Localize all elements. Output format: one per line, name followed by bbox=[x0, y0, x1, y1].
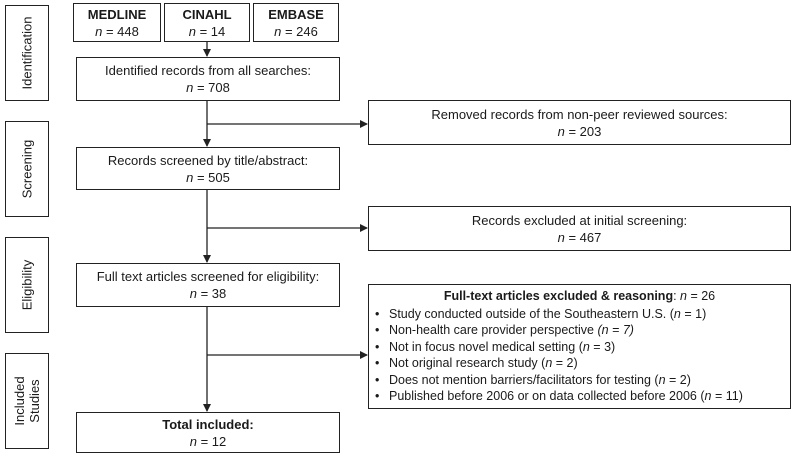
fulltext-excluded-count: 26 bbox=[701, 289, 716, 303]
source-count: 14 bbox=[210, 23, 226, 39]
source-count-line: n = 246 bbox=[274, 23, 318, 39]
phase-label: Screening bbox=[19, 139, 35, 199]
source-count-line: n = 14 bbox=[188, 23, 226, 39]
list-item: Published before 2006 or on data collect… bbox=[375, 388, 784, 405]
phase-included-studies: Included Studies bbox=[5, 353, 49, 449]
phase-identification: Identification bbox=[5, 5, 49, 101]
fulltext-excluded-title: Full-text articles excluded & reasoning bbox=[443, 289, 674, 303]
list-item: Not in focus novel medical setting (n = … bbox=[375, 339, 784, 356]
identified-label: Identified records from all searches: bbox=[105, 63, 311, 78]
screened-count: 505 bbox=[208, 169, 230, 185]
total-included-box: Total included: n = 12 bbox=[76, 412, 340, 453]
included-count: 12 bbox=[211, 433, 227, 449]
source-count: 246 bbox=[296, 23, 318, 39]
list-item: Does not mention barriers/facilitators f… bbox=[375, 372, 784, 389]
fulltext-screened-box: Full text articles screened for eligibil… bbox=[76, 263, 340, 307]
removed-label: Removed records from non-peer reviewed s… bbox=[431, 106, 728, 122]
phase-eligibility: Eligibility bbox=[5, 237, 49, 333]
source-name: MEDLINE bbox=[87, 6, 147, 22]
excluded-initial-label: Records excluded at initial screening: bbox=[471, 212, 688, 228]
source-count: 448 bbox=[117, 23, 139, 39]
phase-label: Identification bbox=[19, 16, 35, 90]
exclusion-reasons-list: Study conducted outside of the Southeast… bbox=[375, 306, 784, 405]
source-name: CINAHL bbox=[182, 6, 232, 22]
source-box-embase: EMBASE n = 246 bbox=[253, 3, 339, 42]
screened-label: Records screened by title/abstract: bbox=[107, 152, 309, 168]
excluded-initial-box: Records excluded at initial screening: n… bbox=[368, 206, 791, 251]
screened-records-box: Records screened by title/abstract: n = … bbox=[76, 147, 340, 190]
phase-label: Included Studies bbox=[12, 376, 42, 426]
fulltext-count-line: n = 38 bbox=[189, 286, 227, 301]
source-box-cinahl: CINAHL n = 14 bbox=[164, 3, 250, 42]
removed-records-box: Removed records from non-peer reviewed s… bbox=[368, 100, 791, 145]
phase-screening: Screening bbox=[5, 121, 49, 217]
source-count-line: n = 448 bbox=[95, 23, 139, 39]
source-name: EMBASE bbox=[268, 6, 324, 22]
fulltext-count: 38 bbox=[211, 286, 227, 301]
fulltext-excluded-heading: Full-text articles excluded & reasoning:… bbox=[443, 289, 716, 303]
included-label: Total included: bbox=[162, 416, 254, 432]
phase-label: Eligibility bbox=[19, 259, 35, 311]
excluded-initial-count: 467 bbox=[579, 229, 602, 245]
identified-count-line: n = 708 bbox=[186, 80, 230, 95]
excluded-initial-count-line: n = 467 bbox=[557, 229, 602, 245]
fulltext-excluded-box: Full-text articles excluded & reasoning:… bbox=[368, 284, 791, 409]
source-box-medline: MEDLINE n = 448 bbox=[73, 3, 161, 42]
removed-count: 203 bbox=[579, 123, 602, 139]
screened-count-line: n = 505 bbox=[186, 169, 230, 185]
list-item: Not original research study (n = 2) bbox=[375, 355, 784, 372]
list-item: Non-health care provider perspective (n … bbox=[375, 322, 784, 339]
removed-count-line: n = 203 bbox=[557, 123, 602, 139]
identified-count: 708 bbox=[208, 80, 230, 95]
identified-records-box: Identified records from all searches: n … bbox=[76, 57, 340, 101]
included-count-line: n = 12 bbox=[189, 433, 227, 449]
fulltext-label: Full text articles screened for eligibil… bbox=[96, 269, 320, 284]
list-item: Study conducted outside of the Southeast… bbox=[375, 306, 784, 323]
